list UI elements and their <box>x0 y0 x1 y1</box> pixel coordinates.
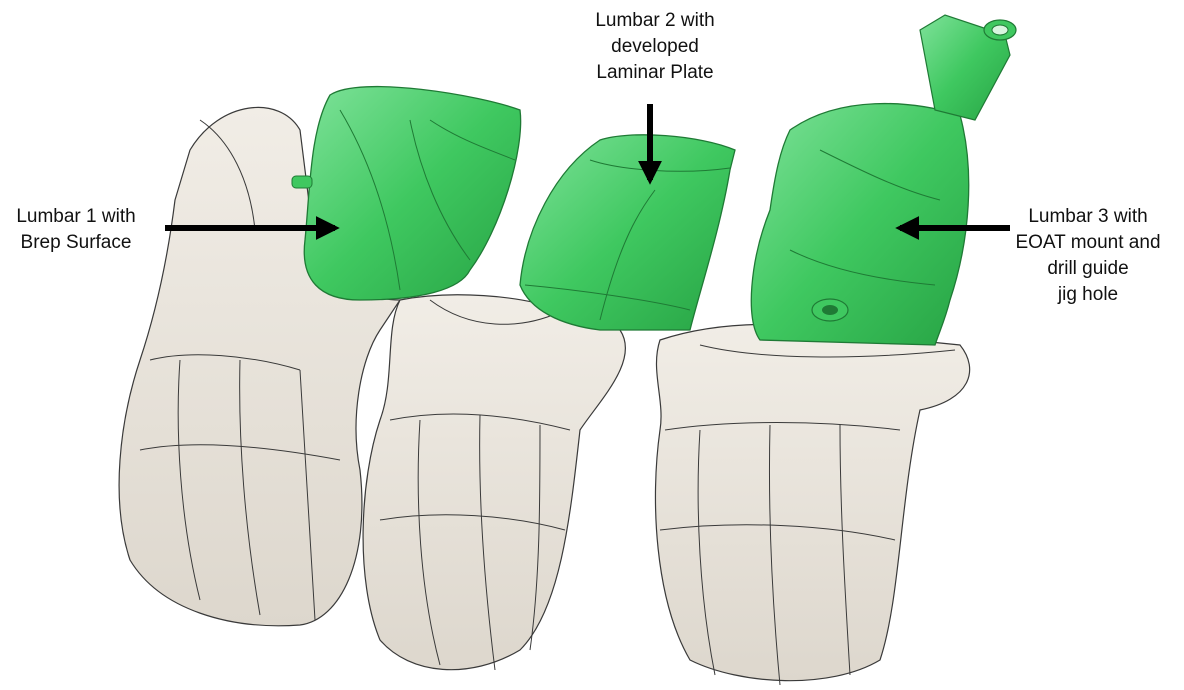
guide-lumbar-2 <box>520 135 735 330</box>
vertebra-3 <box>655 324 969 685</box>
guide-lumbar-3 <box>751 15 1016 345</box>
guide-lumbar-1 <box>292 87 521 300</box>
label-lumbar-2: Lumbar 2 with developed Laminar Plate <box>560 8 750 86</box>
vertebra-2 <box>363 295 625 670</box>
label-lumbar-3: Lumbar 3 with EOAT mount and drill guide… <box>1000 204 1176 308</box>
label-lumbar-1: Lumbar 1 with Brep Surface <box>0 204 152 256</box>
